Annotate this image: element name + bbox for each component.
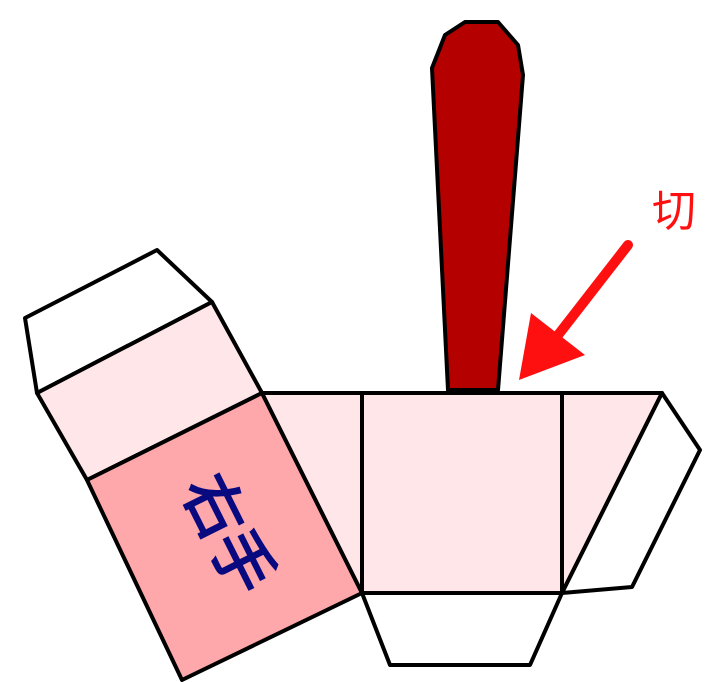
cut-arrow-head xyxy=(519,313,585,380)
bottom-flap xyxy=(360,591,564,667)
center-panel xyxy=(360,391,564,595)
cut-label: 切 xyxy=(652,186,696,237)
right-flap xyxy=(560,391,702,595)
handle-stick xyxy=(430,20,525,392)
cut-arrow xyxy=(519,240,633,380)
cut-arrow-shaft xyxy=(543,240,633,353)
